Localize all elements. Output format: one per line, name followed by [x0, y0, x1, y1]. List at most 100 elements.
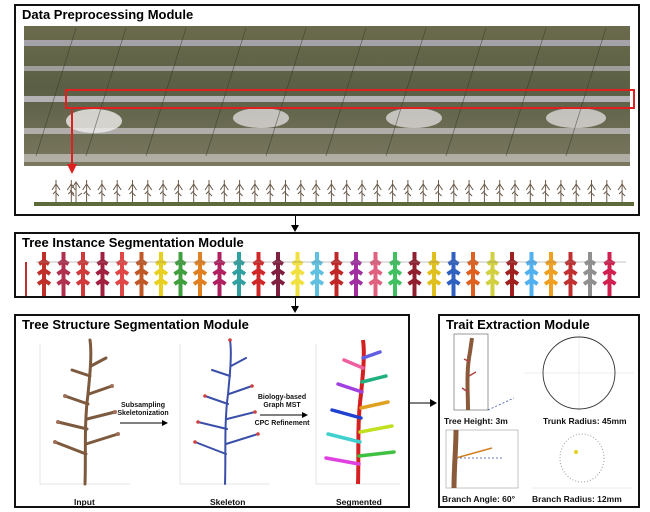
structure-title: Tree Structure Segmentation Module	[22, 317, 249, 332]
tree-instance	[426, 252, 442, 296]
step2-label-2: Graph MST	[263, 402, 301, 409]
trunk-radius-label: Trunk Radius: 45mm	[543, 416, 627, 426]
small-tree	[571, 180, 581, 202]
tree-instance	[75, 252, 91, 296]
small-tree	[326, 180, 336, 202]
tree-instance	[114, 252, 130, 296]
small-tree	[281, 180, 290, 202]
step1-label-1: Subsampling	[121, 402, 165, 409]
small-tree	[495, 180, 505, 202]
tree-instance	[329, 252, 344, 296]
small-tree	[296, 180, 306, 202]
small-tree	[357, 180, 367, 202]
tree-instance	[582, 252, 598, 296]
connector-line-1	[295, 216, 296, 226]
small-tree	[449, 180, 459, 202]
small-tree	[541, 180, 551, 202]
small-tree	[173, 180, 183, 202]
small-tree	[82, 180, 92, 202]
instance-panel: Tree Instance Segmentation Module	[14, 232, 640, 298]
segmented-tree-row	[25, 252, 626, 296]
trunk-radius-plot	[524, 334, 634, 412]
step2-label-3: CPC Refinement	[254, 420, 310, 427]
branch-radius-plot	[532, 433, 632, 489]
small-tree	[51, 180, 61, 202]
tree-instance	[231, 252, 247, 296]
small-tree	[388, 180, 398, 202]
small-tree	[464, 180, 474, 202]
small-tree	[372, 180, 382, 202]
small-tree	[204, 180, 214, 202]
small-tree	[143, 180, 153, 202]
tree-instance	[36, 252, 52, 296]
small-tree	[128, 180, 137, 202]
small-tree	[525, 180, 535, 202]
small-tree	[403, 180, 413, 202]
tree-instance	[173, 252, 188, 296]
small-tree	[510, 180, 520, 202]
branch-angle-plot	[445, 429, 519, 489]
tree-instance	[465, 252, 481, 296]
branch-angle-label: Branch Angle: 60°	[442, 494, 515, 504]
trait-panel: Trait Extraction Module Tree Height: 3m …	[438, 314, 640, 508]
tree-instance	[407, 252, 422, 296]
tree-instance	[56, 252, 71, 296]
small-tree	[235, 180, 245, 202]
small-tree	[158, 180, 168, 202]
small-tree	[265, 180, 275, 202]
tree-instance	[270, 252, 286, 296]
connector-line-2	[295, 298, 296, 307]
instance-title: Tree Instance Segmentation Module	[22, 235, 244, 250]
preprocessing-panel: Data Preprocessing Module	[14, 4, 640, 216]
tree-instance	[95, 252, 110, 296]
tree-instance	[563, 252, 578, 296]
small-tree	[97, 180, 107, 202]
small-tree	[479, 180, 489, 202]
tree-instance	[153, 252, 169, 296]
tree-instance	[290, 252, 305, 296]
extracted-tree-row	[51, 180, 627, 202]
tree-instance	[134, 252, 149, 296]
tree-instance	[485, 252, 500, 296]
tree-instance	[251, 252, 266, 296]
structure-panel: Tree Structure Segmentation Module Input…	[14, 314, 410, 508]
tree-instance	[504, 252, 520, 296]
step2-arrow	[260, 412, 308, 418]
small-tree	[189, 180, 199, 202]
small-tree	[434, 180, 443, 202]
tree-instance	[212, 252, 227, 296]
small-tree	[556, 180, 566, 202]
small-tree	[250, 180, 260, 202]
tree-instance	[192, 252, 208, 296]
segmented-tree-plot	[315, 339, 400, 485]
structure-to-trait-arrow	[410, 399, 437, 407]
small-tree	[66, 180, 76, 202]
connector-arrow-2	[291, 306, 299, 313]
small-tree	[617, 180, 627, 202]
small-tree	[311, 180, 321, 202]
small-tree	[112, 180, 122, 202]
input-tree-plot	[39, 338, 130, 486]
orchard-point-cloud	[24, 26, 635, 206]
tree-instance	[368, 252, 383, 296]
small-tree	[602, 180, 612, 202]
tree-height-plot	[453, 333, 515, 411]
tree-instance	[446, 252, 461, 296]
trait-title: Trait Extraction Module	[446, 317, 590, 332]
skeleton-caption: Skeleton	[210, 497, 246, 507]
tree-instance	[348, 252, 364, 296]
skeleton-tree-plot	[179, 338, 270, 485]
tree-instance	[387, 252, 403, 296]
small-tree	[342, 180, 352, 202]
tree-instance	[602, 252, 617, 296]
step1-label-2: Skeletonization	[117, 410, 169, 417]
segmented-caption: Segmented	[336, 497, 382, 507]
tree-instance	[524, 252, 539, 296]
branch-radius-label: Branch Radius: 12mm	[532, 494, 622, 504]
step1-arrow	[120, 420, 168, 426]
tree-instance	[543, 252, 559, 296]
small-tree	[587, 180, 596, 202]
tree-instance	[309, 252, 325, 296]
selection-box	[65, 89, 635, 109]
input-caption: Input	[74, 497, 95, 507]
